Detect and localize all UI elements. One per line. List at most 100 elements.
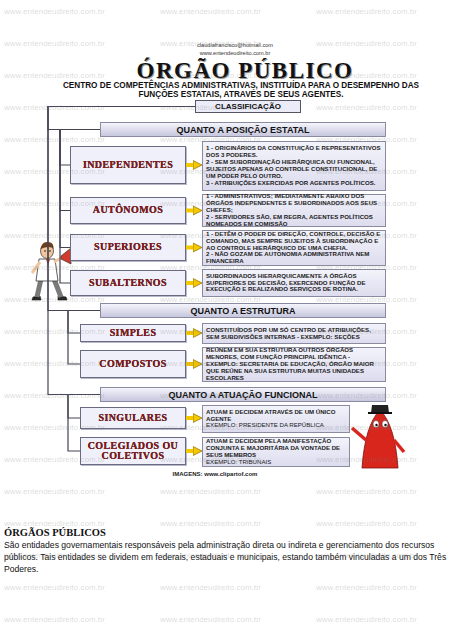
- watermark: www.entendeudireito.com.br: [4, 584, 144, 593]
- description-text: 1 - ADMINISTRATIVOS; IMEDIATAMENTE ABAIX…: [206, 193, 382, 214]
- bracket-line: [60, 130, 100, 248]
- node-label: COLEGIADOS OU COLETIVOS: [84, 441, 182, 462]
- eye: [49, 250, 51, 252]
- description-text: CONSTITUÍDOS POR UM SÓ CENTRO DE ATRIBUI…: [206, 327, 382, 341]
- node-label: QUANTO A ATUAÇÃO FUNCIONAL: [168, 390, 317, 400]
- block-arrow: [186, 362, 196, 366]
- hair: [41, 242, 54, 249]
- bracket-line: [48, 107, 195, 395]
- description-text: 2 - NÃO GOZAM DE AUTONOMIA ADMINISTRATIV…: [206, 251, 382, 265]
- bracket-line: [68, 311, 100, 365]
- watermark: www.entendeudireito.com.br: [160, 40, 300, 49]
- watermark: www.entendeudireito.com.br: [160, 584, 300, 593]
- bracket-line: [68, 395, 100, 452]
- watermark: www.entendeudireito.com.br: [4, 40, 144, 49]
- node-label: AUTÔNOMOS: [93, 205, 163, 216]
- watermark: www.entendeudireito.com.br: [316, 584, 453, 593]
- watermark: www.entendeudireito.com.br: [316, 104, 453, 113]
- description-text: 2 - SEM SUBORDINAÇÃO HIERÁRQUICA OU FUNC…: [206, 159, 382, 180]
- watermark: www.entendeudireito.com.br: [4, 8, 144, 17]
- man-clipart: [32, 242, 71, 300]
- block-arrow: [186, 209, 196, 213]
- arm: [394, 440, 404, 452]
- tie: [46, 259, 50, 266]
- cap: [371, 405, 389, 413]
- description-box: CONSTITUÍDOS POR UM SÓ CENTRO DE ATRIBUI…: [202, 323, 386, 344]
- node-label: SINGULARES: [98, 413, 167, 424]
- category-box: INDEPENDENTES: [70, 146, 186, 184]
- description-box: 1 - ORIGINÁRIOS DA CONSTITUIÇÃO E REPRES…: [202, 141, 386, 191]
- website: www.entendeudireito.com.br: [150, 50, 320, 56]
- arm: [352, 428, 366, 440]
- description-text: 3 - ATRIBUIÇÕES EXERCIDAS POR AGENTES PO…: [206, 180, 382, 187]
- category-box: SIMPLES: [80, 324, 186, 342]
- subtitle: CENTRO DE COMPETÊNCIAS ADMINISTRATIVAS, …: [55, 81, 427, 100]
- watermark: www.entendeudireito.com.br: [316, 8, 453, 17]
- description-box: ATUAM E DECIDEM PELA MANIFESTAÇÃO CONJUN…: [202, 437, 350, 467]
- section-heading: ÓRGÃOS PÚBLICOS: [4, 527, 304, 539]
- category-box: SUPERIORES: [70, 234, 186, 261]
- category-box: COLEGIADOS OU COLETIVOS: [80, 437, 186, 465]
- watermark: www.entendeudireito.com.br: [316, 488, 453, 497]
- block-arrow: [186, 246, 196, 250]
- description-text: 2 - SERVIDORES SÃO, EM REGRA, AGENTES PO…: [206, 214, 382, 228]
- watermark: www.entendeudireito.com.br: [316, 552, 453, 561]
- bracket-line: [68, 395, 100, 419]
- description-text: REÚNEM EM SUA ESTRUTURA OUTROS ÓRGÃOS ME…: [206, 347, 382, 381]
- node-label: SUPERIORES: [94, 242, 162, 253]
- description-text: 1 - DETÊM O PODER DE DIREÇÃO, CONTROLE, …: [206, 231, 382, 252]
- author-email: claudiafrancisco@hotmail.com: [150, 42, 320, 48]
- description-box: SUBORDINADOS HIERARQUICAMENTE A ÓRGÃOS S…: [202, 269, 386, 297]
- watermark: www.entendeudireito.com.br: [160, 552, 300, 561]
- description-box: REÚNEM EM SUA ESTRUTURA OUTROS ÓRGÃOS ME…: [202, 347, 386, 382]
- watermark: www.entendeudireito.com.br: [316, 40, 453, 49]
- body: [362, 410, 398, 468]
- node-label: QUANTO A POSIÇÃO ESTATAL: [176, 125, 309, 135]
- watermark: www.entendeudireito.com.br: [4, 520, 144, 529]
- description-text: EXEMPLO: PRESIDENTE DA REPÚBLICA: [206, 422, 346, 429]
- group-band: QUANTO A POSIÇÃO ESTATAL: [100, 122, 386, 137]
- description-box: ATUAM E DECIDEM ATRAVÉS DE UM ÚNICO AGEN…: [202, 405, 350, 433]
- category-box: SUBALTERNOS: [70, 270, 186, 296]
- node-label: SUBALTERNOS: [89, 278, 167, 289]
- eye: [382, 421, 388, 428]
- watermark: www.entendeudireito.com.br: [4, 616, 144, 625]
- block-arrow: [186, 281, 196, 285]
- pupil: [384, 424, 386, 426]
- block-arrow: [186, 163, 196, 167]
- watermark: www.entendeudireito.com.br: [4, 552, 144, 561]
- block-arrow: [186, 331, 196, 335]
- classification-box: CLASSIFICAÇÃO: [195, 100, 301, 113]
- paragraph: São entidades governamentais responsávei…: [4, 540, 450, 576]
- description-text: 1 - ORIGINÁRIOS DA CONSTITUIÇÃO E REPRES…: [206, 145, 382, 159]
- block-arrow: [186, 416, 196, 420]
- legs: [37, 279, 61, 297]
- bracket-line: [68, 311, 100, 334]
- bracket-line: [60, 130, 100, 284]
- image-credit: IMAGENS: www.clipartof.com: [150, 471, 280, 478]
- watermark: www.entendeudireito.com.br: [316, 616, 453, 625]
- arm: [32, 262, 40, 273]
- node-label: QUANTO A ESTRUTURA: [190, 306, 295, 316]
- block-arrow: [186, 449, 196, 453]
- node-label: SIMPLES: [110, 328, 157, 339]
- description-box: 1 - ADMINISTRATIVOS; IMEDIATAMENTE ABAIX…: [202, 194, 386, 227]
- description-text: SUBORDINADOS HIERARQUICAMENTE A ÓRGÃOS S…: [206, 273, 382, 294]
- category-box: SINGULARES: [80, 407, 186, 429]
- eye: [373, 421, 379, 428]
- pupil: [375, 424, 377, 426]
- description-box: 1 - DETÊM O PODER DE DIREÇÃO, CONTROLE, …: [202, 230, 386, 266]
- cap-brim: [368, 412, 392, 414]
- description-text: ATUAM E DECIDEM ATRAVÉS DE UM ÚNICO AGEN…: [206, 409, 346, 423]
- watermark: www.entendeudireito.com.br: [160, 520, 300, 529]
- watermark: www.entendeudireito.com.br: [160, 8, 300, 17]
- watermark: www.entendeudireito.com.br: [160, 616, 300, 625]
- category-box: AUTÔNOMOS: [70, 197, 186, 224]
- group-band: QUANTO A ATUAÇÃO FUNCIONAL: [100, 387, 386, 402]
- bracket-line: [48, 107, 195, 311]
- node-label: INDEPENDENTES: [83, 160, 173, 171]
